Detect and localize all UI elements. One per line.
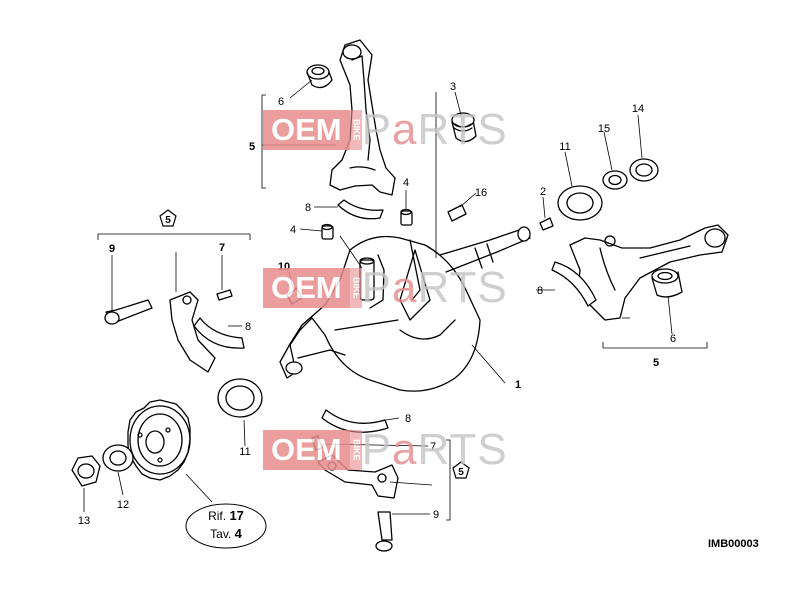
- callout-11-lower: 11: [239, 446, 250, 458]
- thrust-washer-11a: [557, 185, 603, 221]
- watermark-bottom: OEM BIKE PaRTS: [263, 428, 508, 472]
- bearing-shell-left: [193, 317, 245, 349]
- callout-6-right: 6: [670, 333, 676, 345]
- callout-3: 3: [450, 81, 456, 93]
- callout-4-left: 4: [290, 224, 296, 236]
- callout-1: 1: [515, 379, 521, 391]
- callout-6-upper: 6: [278, 96, 284, 108]
- bolt-9b: [375, 511, 393, 552]
- callout-5-right: 5: [653, 357, 659, 369]
- callout-9-left: 9: [109, 243, 115, 255]
- callout-7-left: 7: [219, 242, 225, 254]
- svg-text:5: 5: [458, 467, 464, 478]
- callout-2: 2: [540, 186, 546, 198]
- svg-text:5: 5: [165, 215, 171, 226]
- watermark-middle: OEM BIKE PaRTS: [263, 266, 508, 310]
- rod-cap-left: [169, 291, 216, 373]
- timing-gear: [127, 399, 191, 481]
- group-badge-left: 5: [159, 209, 177, 227]
- seal-14: [629, 158, 659, 182]
- plug-3: [451, 112, 477, 143]
- callout-8-right: 8: [537, 285, 543, 297]
- bearing-shell-upper: [337, 199, 384, 220]
- reference-label: Rif. 17 Tav. 4: [208, 508, 244, 541]
- callout-12: 12: [117, 499, 129, 511]
- small-end-bushing-right: [651, 268, 683, 298]
- callout-8-left: 8: [245, 321, 251, 333]
- callout-8-upper: 8: [305, 202, 311, 214]
- dowel-4a: [400, 208, 413, 226]
- callout-13: 13: [78, 515, 90, 527]
- callout-9-lower: 9: [433, 509, 439, 521]
- pin-2: [539, 217, 554, 231]
- callout-7-lower: 7: [430, 441, 436, 453]
- group-badge-lower: 5: [452, 461, 470, 479]
- thrust-washer-11b: [217, 378, 263, 418]
- bearing-shell-right: [551, 261, 597, 307]
- washer-12: [102, 444, 134, 472]
- callout-16: 16: [475, 187, 487, 199]
- callout-15: 15: [598, 123, 610, 135]
- key-16: [447, 204, 467, 222]
- callout-14: 14: [632, 103, 644, 115]
- bearing-shell-lower: [321, 409, 389, 433]
- watermark-top: OEM BIKE PaRTS: [263, 108, 508, 152]
- nut-13: [71, 455, 101, 487]
- callout-4-right: 4: [403, 177, 409, 189]
- callout-5-upper: 5: [249, 141, 255, 153]
- callout-8-lower: 8: [405, 413, 411, 425]
- callout-11-upper: 11: [559, 141, 570, 153]
- reference-ellipse: [185, 503, 267, 549]
- dowel-7a: [216, 289, 233, 301]
- washer-15: [602, 170, 628, 190]
- dowel-4b: [321, 223, 334, 240]
- connecting-rod-right: [569, 224, 729, 321]
- bolt-9a: [104, 299, 153, 325]
- drawing-code: IMB00003: [708, 538, 759, 550]
- small-end-bushing-upper: [306, 64, 333, 89]
- crankshaft: [279, 226, 531, 392]
